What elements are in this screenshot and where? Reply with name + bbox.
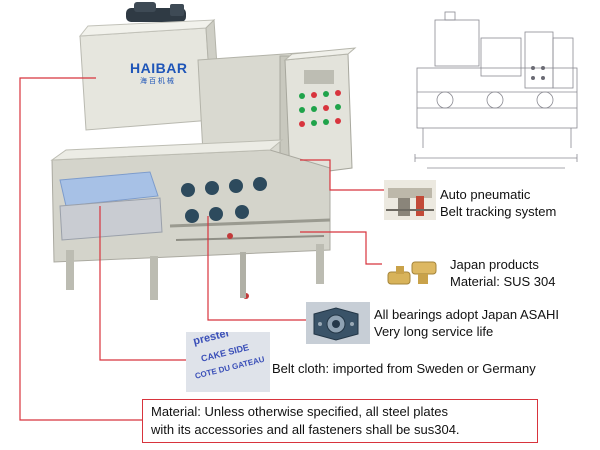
- material-line2: with its accessories and all fasteners s…: [151, 422, 460, 437]
- brass-fittings-photo: [382, 250, 444, 294]
- bearing-photo: [306, 302, 370, 344]
- bearings-line1: All bearings adopt Japan ASAHI: [374, 307, 560, 322]
- belt-cloth-sample: prester CAKE SIDE COTE DU GATEAU: [186, 332, 270, 392]
- roller-bearings: [181, 177, 267, 223]
- material-line1: Material: Unless otherwise specified, al…: [151, 404, 448, 419]
- belt-filter-press-illustration: [50, 2, 357, 300]
- control-panel-buttons: [299, 70, 341, 127]
- brand-subtitle: 海 百 机 械: [140, 78, 174, 85]
- technical-drawing: [414, 11, 578, 169]
- belt-cloth-label: Belt cloth: imported from Sweden or Germ…: [272, 361, 536, 376]
- japan-line1: Japan products: [450, 257, 539, 272]
- pneumatic-system-photo: [384, 180, 436, 220]
- japan-line2: Material: SUS 304: [450, 274, 556, 289]
- brand-logo: HAIBAR: [130, 60, 188, 76]
- pneumatic-line1: Auto pneumatic: [440, 187, 531, 202]
- material-note-box: Material: Unless otherwise specified, al…: [142, 399, 538, 443]
- belt-print-word1: prester: [192, 332, 232, 348]
- filter-belt: [59, 171, 159, 207]
- bearings-line2: Very long service life: [374, 324, 494, 339]
- pneumatic-line2: Belt tracking system: [440, 204, 557, 219]
